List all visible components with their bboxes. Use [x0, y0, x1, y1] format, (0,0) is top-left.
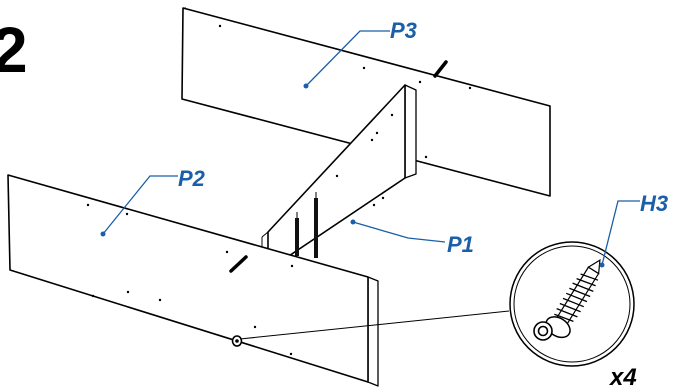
label-p1: P1 [447, 232, 474, 257]
step-number: 2 [0, 14, 28, 86]
label-p3-group: P3 [303, 18, 417, 89]
screw-head [533, 321, 553, 341]
panel-p3 [181, 7, 551, 197]
screw-detail [509, 241, 635, 367]
detail-leader [239, 310, 510, 340]
label-p1-group: P1 [350, 219, 474, 257]
quantity-label: x4 [608, 364, 637, 391]
cam-bolt-p2 [229, 255, 248, 273]
label-p2: P2 [178, 166, 206, 191]
dowel [314, 198, 318, 258]
label-p3: P3 [390, 18, 417, 43]
label-h3: H3 [640, 191, 668, 216]
label-h3-group: H3 [599, 191, 668, 268]
dowel [295, 218, 299, 256]
label-p2-group: P2 [100, 166, 206, 237]
cam-bolt-p3 [433, 60, 448, 78]
panel-p1 [261, 84, 417, 271]
panel-p2 [7, 174, 379, 387]
